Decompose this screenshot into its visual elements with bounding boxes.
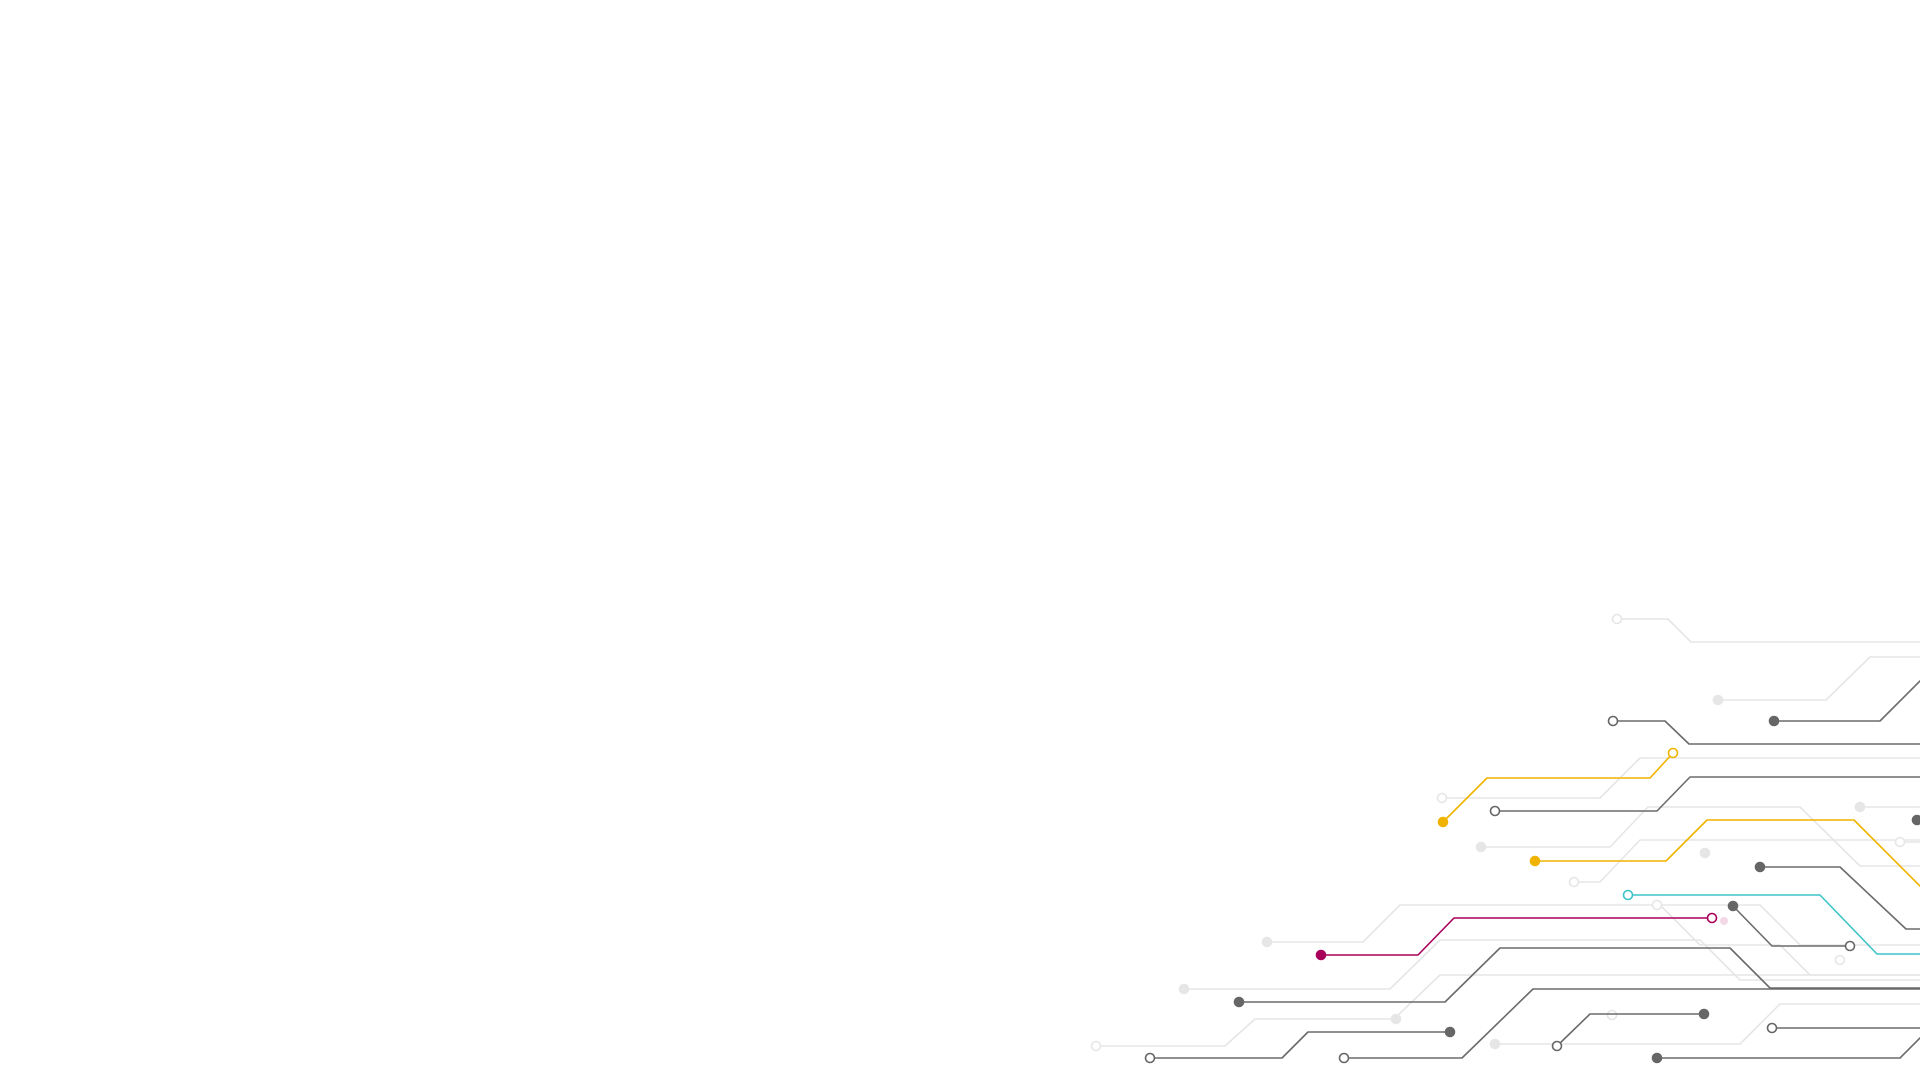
dark-nodes: [1233, 715, 1920, 1064]
magenta-node: [1315, 949, 1327, 961]
cyan-hollow-node: [1622, 889, 1634, 901]
dark-hollow-nodes: [1144, 715, 1856, 1064]
magenta-faint-node: [1720, 917, 1728, 925]
cyan-trace: [1627, 894, 1920, 955]
magenta-hollow-node: [1706, 912, 1718, 924]
faint-traces: [1095, 618, 1920, 1047]
dark-traces: [1149, 680, 1920, 1059]
faint-nodes: [1178, 694, 1866, 1050]
yellow-hollow-node: [1667, 747, 1679, 759]
yellow-node: [1437, 816, 1449, 828]
yellow-traces: [1442, 752, 1920, 887]
faint-hollow-nodes: [1090, 613, 1906, 1052]
magenta-trace: [1320, 917, 1713, 956]
yellow-node: [1529, 855, 1541, 867]
